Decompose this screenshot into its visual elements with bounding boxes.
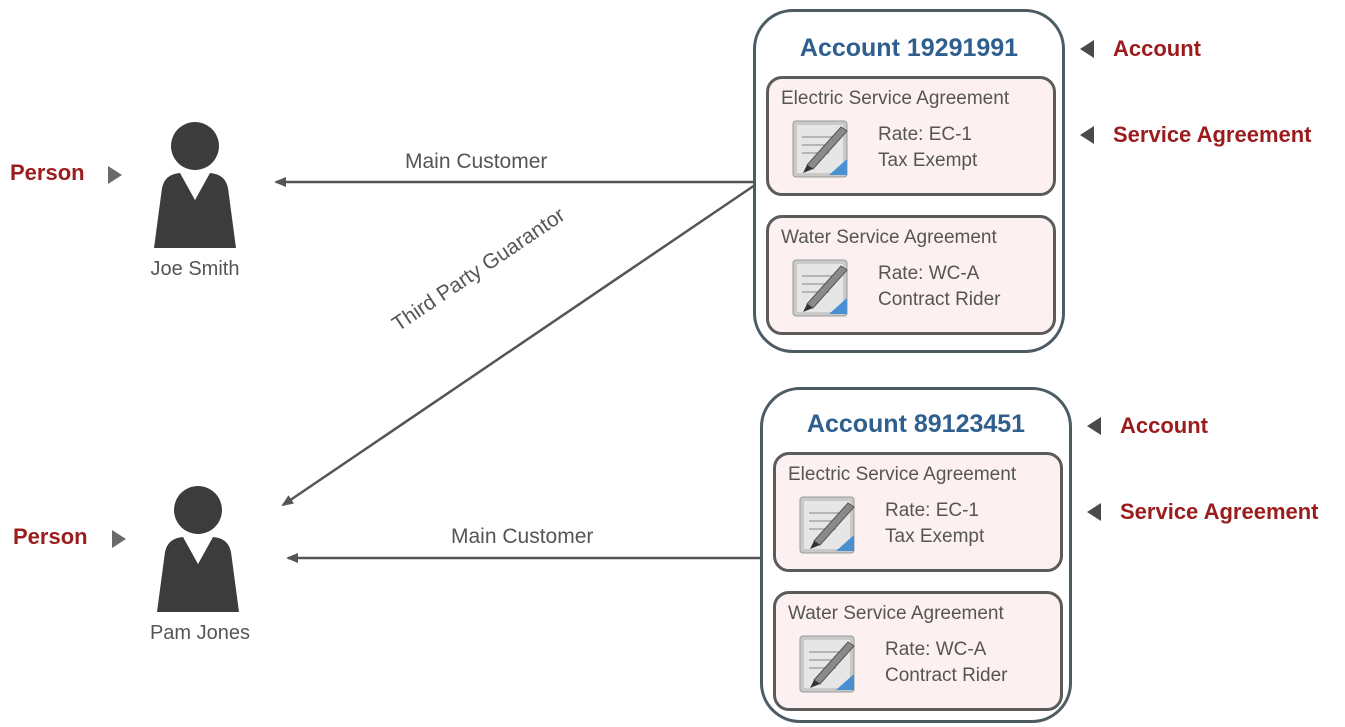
person-name: Joe Smith	[150, 258, 240, 280]
rate-text: Rate: WC-A	[885, 639, 987, 660]
contract-document-icon	[792, 120, 848, 178]
electric-service-agreement-box: Electric Service Agreement Rate: EC-1 Ta…	[766, 76, 1056, 196]
rider-text: Tax Exempt	[878, 150, 978, 171]
service-agreement-role-label-1: Service Agreement	[1113, 122, 1312, 147]
person-icon	[154, 122, 236, 248]
electric-service-agreement-box: Electric Service Agreement Rate: EC-1 Ta…	[773, 452, 1063, 572]
third-party-guarantor-line	[281, 183, 756, 507]
pointer-left-icon	[1080, 40, 1094, 58]
rider-text: Contract Rider	[885, 665, 1008, 686]
agreement-title: Water Service Agreement	[788, 603, 1004, 624]
contract-document-icon	[792, 259, 848, 317]
pointer-left-icon	[1087, 417, 1101, 435]
account-role-label-1: Account	[1113, 36, 1201, 61]
pointer-left-icon	[1080, 126, 1094, 144]
water-service-agreement-box: Water Service Agreement Rate: WC-A Contr…	[773, 591, 1063, 711]
pointer-left-icon	[1087, 503, 1101, 521]
account-title: Account 19291991	[799, 34, 1019, 62]
account-title: Account 89123451	[806, 410, 1026, 438]
person-name: Pam Jones	[149, 622, 251, 644]
pointer-right-icon	[112, 530, 126, 548]
account-role-label-2: Account	[1120, 413, 1208, 438]
person-role-label-1: Person	[10, 160, 85, 185]
contract-document-icon	[799, 635, 855, 693]
service-agreement-role-label-2: Service Agreement	[1120, 499, 1319, 524]
agreement-title: Electric Service Agreement	[788, 464, 1017, 485]
agreement-title: Electric Service Agreement	[781, 88, 1010, 109]
rider-text: Contract Rider	[878, 289, 1001, 310]
water-service-agreement-box: Water Service Agreement Rate: WC-A Contr…	[766, 215, 1056, 335]
agreement-title: Water Service Agreement	[781, 227, 997, 248]
main-customer-label-1: Main Customer	[405, 150, 548, 173]
account-box-2: Account 89123451 Electric Service Agreem…	[760, 387, 1072, 723]
rider-text: Tax Exempt	[885, 526, 985, 547]
rate-text: Rate: EC-1	[878, 124, 972, 145]
contract-document-icon	[799, 496, 855, 554]
account-box-1: Account 19291991 Electric Service Agreem…	[753, 9, 1065, 353]
rate-text: Rate: WC-A	[878, 263, 980, 284]
main-customer-label-2: Main Customer	[451, 525, 594, 548]
person-role-label-2: Person	[13, 524, 88, 549]
pointer-right-icon	[108, 166, 122, 184]
rate-text: Rate: EC-1	[885, 500, 979, 521]
person-icon	[157, 486, 239, 612]
